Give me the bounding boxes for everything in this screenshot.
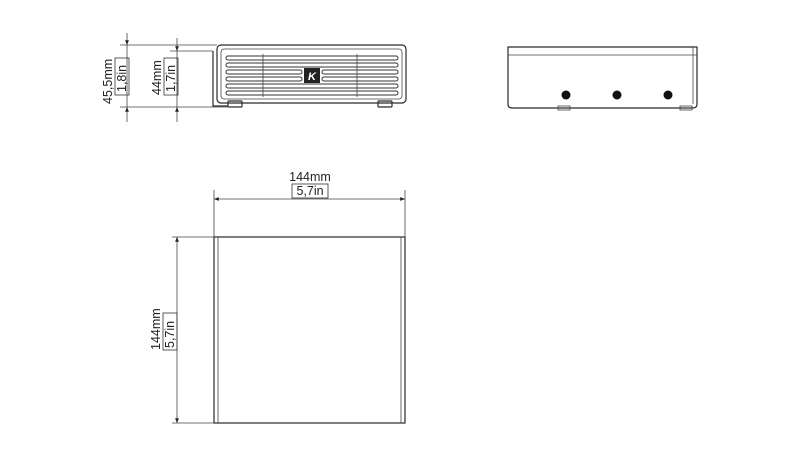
rear-connector-3: [663, 90, 673, 100]
enclosure-inner-edge: [220, 48, 403, 100]
front-view: K: [212, 44, 407, 108]
dim-top-width-box: [291, 183, 329, 199]
rear-view: [507, 46, 698, 111]
dim-total-height-box: [114, 57, 130, 96]
rear-foot-right: [679, 105, 693, 111]
dim-body-height-imperial: 1,7in: [164, 65, 178, 92]
dim-top-depth-imperial: 5,7in: [163, 321, 177, 348]
dim-body-height: 44mm 1,7in: [150, 38, 179, 122]
foot-left: [227, 100, 243, 108]
dim-top-width-imperial: 5,7in: [296, 184, 323, 198]
dim-total-height-metric: 45,5mm: [101, 59, 115, 104]
top-view: [213, 236, 406, 424]
dim-top-width-metric: 144mm: [289, 170, 331, 184]
dim-top-depth: 144mm 5,7in: [149, 237, 179, 423]
top-view-outline: [213, 236, 406, 424]
rear-foot-left: [557, 105, 571, 111]
top-view-extension-lines: [172, 190, 406, 424]
base-plate-edge: [212, 51, 228, 107]
dim-top-width: 144mm 5,7in: [214, 170, 405, 201]
logo-letter: K: [308, 71, 317, 83]
dim-body-height-box: [163, 57, 179, 96]
dim-total-height-imperial: 1,8in: [115, 65, 129, 92]
dim-top-depth-metric: 144mm: [149, 308, 163, 350]
foot-right: [377, 100, 393, 108]
enclosure-outline: [216, 44, 407, 104]
rear-connector-2: [612, 90, 622, 100]
dim-body-height-metric: 44mm: [150, 60, 164, 95]
dim-total-height: 45,5mm 1,8in: [101, 33, 130, 122]
grille: [225, 54, 399, 97]
dim-top-depth-box: [162, 312, 178, 351]
rear-enclosure-outline: [507, 46, 698, 109]
brand-logo: K: [304, 68, 320, 83]
rear-connector-1: [561, 90, 571, 100]
